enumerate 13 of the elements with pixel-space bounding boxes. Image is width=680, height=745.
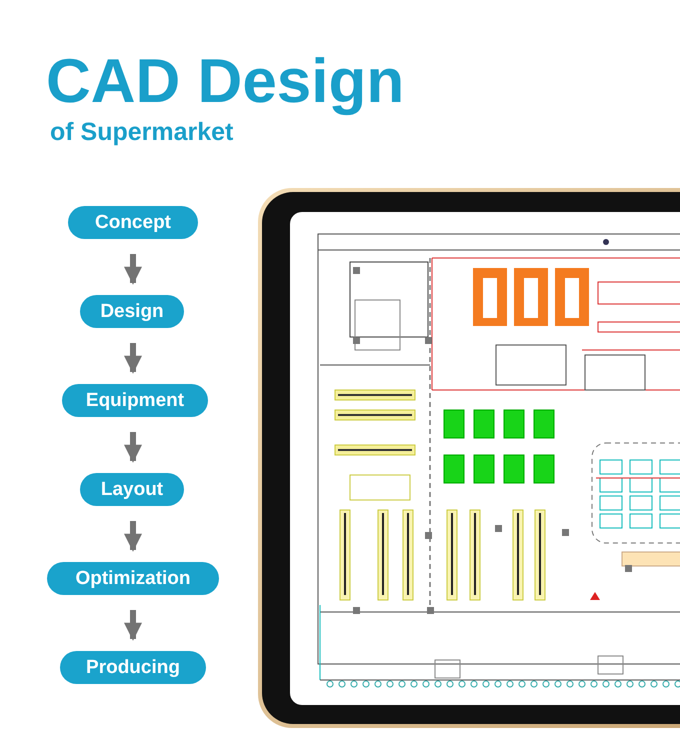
down-arrow [124, 432, 142, 463]
step-pill: Layout [80, 473, 184, 506]
step-pill: Optimization [47, 562, 219, 595]
title: CAD Design [46, 46, 404, 117]
step-pill: Equipment [62, 384, 208, 417]
step-pill: Design [80, 295, 184, 328]
down-arrow [124, 610, 142, 641]
step-pill: Concept [68, 206, 198, 239]
step-pill: Producing [60, 651, 206, 684]
subtitle: of Supermarket [50, 118, 234, 147]
down-arrow [124, 254, 142, 285]
down-arrow [124, 343, 142, 374]
down-arrow [124, 521, 142, 552]
